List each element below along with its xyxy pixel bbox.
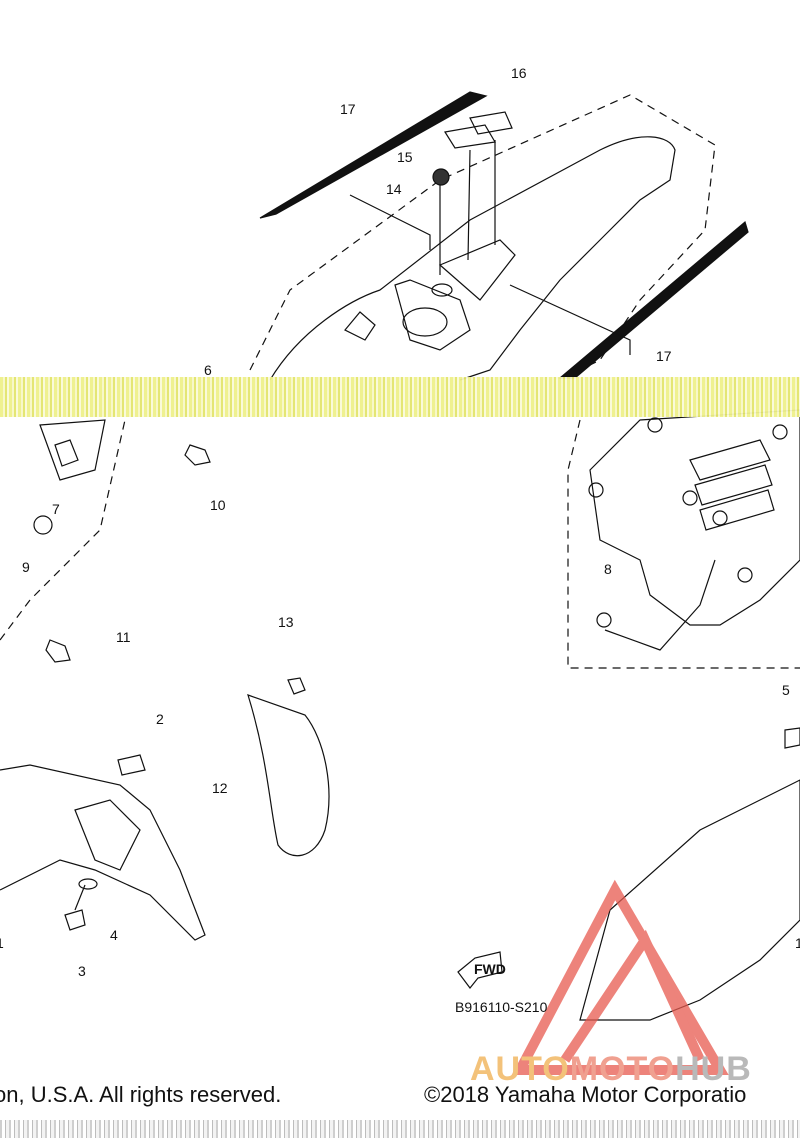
bolt-10	[184, 444, 211, 466]
fwd-label: FWD	[474, 961, 506, 977]
front-fender-left	[0, 764, 206, 941]
grommet-8	[596, 612, 612, 628]
scan-artifact-bottom	[0, 1120, 800, 1138]
right-panel-dashed-outline	[567, 419, 800, 669]
diagram-code: B916110-S210	[455, 999, 548, 1015]
callout-13: 13	[278, 614, 294, 630]
decal-17-left	[259, 91, 488, 219]
automotohub-watermark: AUTOMOTOHUB	[470, 1050, 752, 1089]
callout-3: 3	[78, 963, 86, 979]
callout-12: 12	[212, 780, 228, 796]
callout-8: 8	[604, 561, 612, 577]
callout-14: 14	[386, 181, 402, 197]
callout-9: 9	[22, 559, 30, 575]
label-5	[784, 727, 800, 749]
side-cover-left	[39, 419, 106, 481]
scan-artifact-band	[0, 377, 800, 417]
callout-1-left: 1	[0, 935, 4, 951]
mud-flap-12	[247, 694, 330, 857]
rear-fender	[269, 136, 676, 381]
watermark-part-auto: AUTO	[470, 1050, 570, 1088]
decal-17-right	[558, 220, 749, 379]
callout-7: 7	[52, 501, 60, 517]
automotohub-logo-triangle	[511, 879, 729, 1075]
callout-17-left: 17	[340, 101, 356, 117]
callout-6: 6	[204, 362, 212, 378]
callout-1-right: 1	[795, 935, 800, 951]
front-fender-right	[579, 779, 800, 1021]
washer-4	[78, 878, 98, 890]
callout-4: 4	[110, 927, 118, 943]
callout-10: 10	[210, 497, 226, 513]
side-cover-vents	[689, 439, 775, 531]
callout-15: 15	[397, 149, 413, 165]
collar-2	[117, 754, 146, 776]
screw-13	[287, 677, 306, 695]
bolt-11	[45, 639, 71, 663]
label-16	[469, 111, 513, 135]
side-cover-right	[589, 409, 800, 626]
rear-fender-dashed-outline	[249, 94, 716, 381]
emblem-14	[432, 168, 450, 186]
callout-5: 5	[782, 682, 790, 698]
fwd-arrow-icon	[457, 951, 503, 989]
label-15	[444, 124, 496, 149]
footer-copyright-right: ©2018 Yamaha Motor Corporatio	[424, 1082, 747, 1107]
callout-2: 2	[156, 711, 164, 727]
bolt-3	[64, 884, 86, 931]
watermark-part-hub: HUB	[675, 1050, 752, 1088]
watermark-part-moto: MOTO	[569, 1050, 676, 1088]
footer-copyright-left: on, U.S.A. All rights reserved.	[0, 1082, 282, 1107]
callout-11: 11	[116, 629, 131, 645]
callout-16: 16	[511, 65, 527, 81]
callout-17-right: 17	[656, 348, 672, 364]
